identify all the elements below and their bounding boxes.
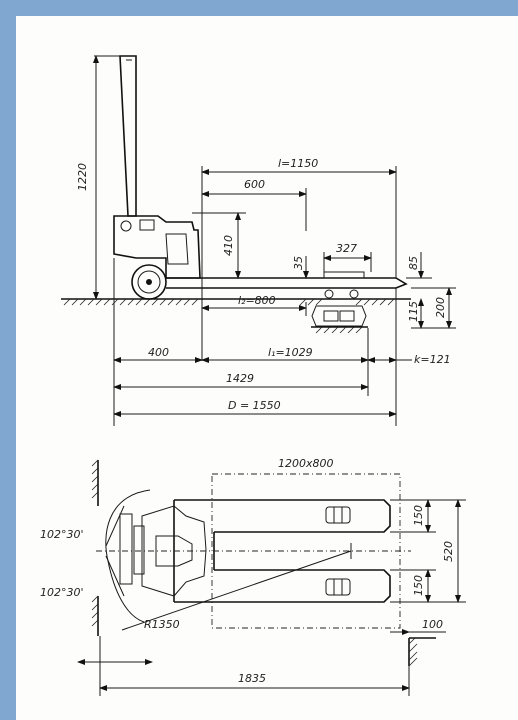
dim-clearance-100: 100: [422, 618, 443, 631]
dim-115: 115: [407, 301, 420, 322]
dim-l-1150: l=1150: [278, 157, 318, 170]
fork-top-lower: [174, 569, 391, 603]
dim-l2-800: l₂=800: [238, 294, 276, 307]
side-view: 1220 l=1150 600 410 35 327 85 200 1: [61, 55, 456, 426]
dim-200: 200: [434, 297, 447, 318]
dim-327: 327: [336, 242, 357, 255]
dim-600: 600: [244, 178, 265, 191]
dim-angle-bottom: 102°30': [40, 586, 84, 599]
fork-top-upper: [174, 499, 391, 533]
pump-body: [113, 215, 201, 279]
drawing-sheet: 1220 l=1150 600 410 35 327 85 200 1: [16, 16, 518, 720]
fork-side: [166, 271, 408, 334]
ground-line: [61, 298, 411, 306]
wall-left: [91, 459, 99, 636]
chassis-top: [119, 500, 215, 602]
dim-k-121: k=121: [414, 353, 451, 366]
dim-400: 400: [148, 346, 169, 359]
dim-overall-width-520: 520: [442, 541, 455, 562]
dim-l1-1029: l₁=1029: [268, 346, 313, 359]
dim-pallet-1200x800: 1200x800: [278, 457, 334, 470]
tiller-handle: [119, 55, 137, 217]
top-view: 1200x800: [40, 457, 466, 696]
pallet-truck-drawing: 1220 l=1150 600 410 35 327 85 200 1: [40, 55, 466, 696]
dim-fork-width-top: 150: [412, 505, 425, 526]
dim-1429: 1429: [226, 372, 254, 385]
steering-wheel: [131, 264, 167, 300]
dim-D-1550: D = 1550: [228, 399, 281, 412]
dim-radius-1350: R1350: [144, 618, 180, 631]
dim-fork-width-bottom: 150: [412, 575, 425, 596]
dim-angle-top: 102°30': [40, 528, 84, 541]
dim-turn-length-1835: 1835: [238, 672, 266, 685]
dim-410: 410: [222, 235, 235, 256]
dim-1220: 1220: [76, 163, 89, 191]
wall-right: [408, 637, 436, 667]
dim-85: 85: [407, 256, 420, 270]
dim-35: 35: [292, 256, 305, 270]
